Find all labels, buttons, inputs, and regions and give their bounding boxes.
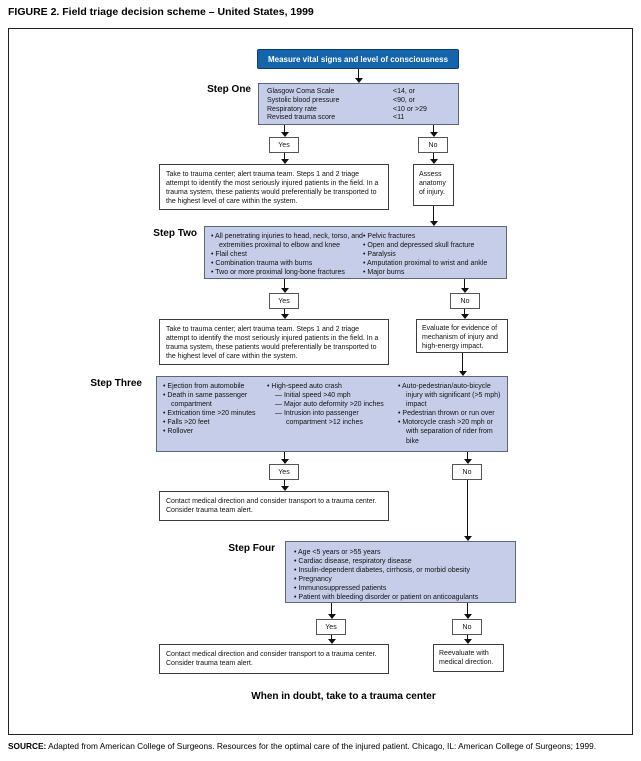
step-three-box: Ejection from automobile Death in same p… [156,376,508,452]
criteria-row: Respiratory rate <10 or >29 [267,106,450,115]
step-four-label: Step Four [228,543,275,554]
sub-item: Initial speed >40 mph [267,391,398,400]
bullet-item: Extrication time >20 minutes [163,409,267,418]
step-two-no-box: No [450,293,480,309]
trauma-center-box-1: Take to trauma center; alert trauma team… [159,164,389,210]
source-text: Adapted from American College of Surgeon… [46,741,597,751]
bullet-item: Major burns [363,268,500,277]
step-four-list: Age <5 years or >55 years Cardiac diseas… [294,548,507,603]
evaluate-mechanism-box: Evaluate for evidence of mechanism of in… [416,319,508,353]
arrow-step4-yes [327,603,336,619]
trauma-center-box-2: Take to trauma center; alert trauma team… [159,319,389,365]
step-four-box: Age <5 years or >55 years Cardiac diseas… [285,541,516,603]
arrow-step2-no [460,279,469,293]
source-label: SOURCE: [8,741,47,751]
criteria-value: <90, or [393,96,415,104]
bullet-item: Cardiac disease, respiratory disease [294,557,507,566]
bullet-item: Two or more proximal long-bone fractures [211,268,363,277]
reevaluate-box: Reevaluate with medical direction. [433,644,504,672]
step-one-label: Step One [207,84,251,95]
criteria-name: Respiratory rate [267,105,317,113]
criteria-value: <11 [393,114,405,122]
step-three-yes-box: Yes [269,464,299,480]
bullet-item: High-speed auto crash [267,382,398,391]
bullet-item: Amputation proximal to wrist and ankle [363,259,500,268]
arrow-no4-down [463,635,472,644]
bullet-item: Pedestrian thrown or run over [398,409,501,418]
contact-medical-box-2: Contact medical direction and consider t… [159,644,389,674]
criteria-row: Glasgow Coma Scale <14, or [267,88,450,97]
sub-item: Major auto deformity >20 inches [267,400,398,409]
arrow-assess-to-step2 [429,206,438,226]
contact-medical-box-1: Contact medical direction and consider t… [159,491,389,521]
bullet-item: Paralysis [363,250,500,259]
step-two-col1: All penetrating injuries to head, neck, … [211,232,363,277]
bullet-item: All penetrating injuries to head, neck, … [211,232,363,250]
bullet-item: Death in same passenger compartment [163,391,267,409]
bullet-item: Immunosuppressed patients [294,584,507,593]
bullet-item: Age <5 years or >55 years [294,548,507,557]
step-two-box: All penetrating injuries to head, neck, … [204,226,507,279]
arrow-no1-down [429,153,438,164]
bullet-item: Ejection from automobile [163,382,267,391]
step-one-yes-box: Yes [269,137,299,153]
step-one-box: Glasgow Coma Scale <14, or Systolic bloo… [258,83,459,125]
step-three-col1: Ejection from automobile Death in same p… [163,382,267,446]
criteria-name: Systolic blood pressure [267,96,340,104]
bullet-item: Open and depressed skull fracture [363,241,500,250]
bullet-item: Rollover [163,427,267,436]
criteria-row: Systolic blood pressure <90, or [267,97,450,106]
arrow-yes4-down [327,635,336,644]
arrow-yes2-down [280,309,289,319]
bullet-item: Flail chest [211,250,363,259]
start-box: Measure vital signs and level of conscio… [257,49,459,69]
bullet-item: Patient with bleeding disorder or patien… [294,593,507,602]
step-three-no-box: No [452,464,482,480]
arrow-yes1-down [280,153,289,164]
bullet-item: Motorcycle crash >20 mph or with separat… [398,418,501,445]
step-four-no-box: No [452,619,482,635]
step-two-label: Step Two [153,228,197,239]
criteria-row: Revised trauma score <11 [267,114,450,123]
criteria-value: <14, or [393,88,415,95]
bullet-item: Auto-pedestrian/auto-bicycle injury with… [398,382,501,409]
source-line: SOURCE: Adapted from American College of… [8,741,638,751]
arrow-step3-yes [280,452,289,464]
arrow-no3-to-step4 [463,480,472,541]
arrow-step1-yes [280,125,289,137]
arrow-step1-no [429,125,438,137]
arrow-yes3-down [280,480,289,491]
step-four-yes-box: Yes [316,619,346,635]
bullet-item: Combination trauma with burns [211,259,363,268]
bullet-item: Falls >20 feet [163,418,267,427]
arrow-evaluate-to-step3 [458,353,467,376]
step-two-yes-box: Yes [269,293,299,309]
step-two-col2: Pelvic fractures Open and depressed skul… [363,232,500,277]
bullet-item: Pelvic fractures [363,232,500,241]
step-three-col2: High-speed auto crash Initial speed >40 … [267,382,398,446]
doubt-footer: When in doubt, take to a trauma center [251,691,436,702]
arrow-step3-no [463,452,472,464]
arrow-no2-down [460,309,469,319]
arrow-step4-no [463,603,472,619]
figure-title: FIGURE 2. Field triage decision scheme –… [8,6,314,18]
bullet-item: Insulin-dependent diabetes, cirrhosis, o… [294,566,507,575]
step-three-col3: Auto-pedestrian/auto-bicycle injury with… [398,382,501,446]
figure-frame: Measure vital signs and level of conscio… [8,28,633,735]
arrow-start-to-step1 [354,69,363,83]
assess-anatomy-box: Assess anatomy of injury. [413,164,454,206]
step-three-label: Step Three [90,378,142,389]
bullet-item: Pregnancy [294,575,507,584]
criteria-name: Glasgow Coma Scale [267,88,335,95]
criteria-name: Revised trauma score [267,114,336,122]
criteria-value: <10 or >29 [393,105,427,113]
sub-item: Intrusion into passenger compartment >12… [267,409,398,427]
step-one-no-box: No [418,137,448,153]
arrow-step2-yes [280,279,289,293]
